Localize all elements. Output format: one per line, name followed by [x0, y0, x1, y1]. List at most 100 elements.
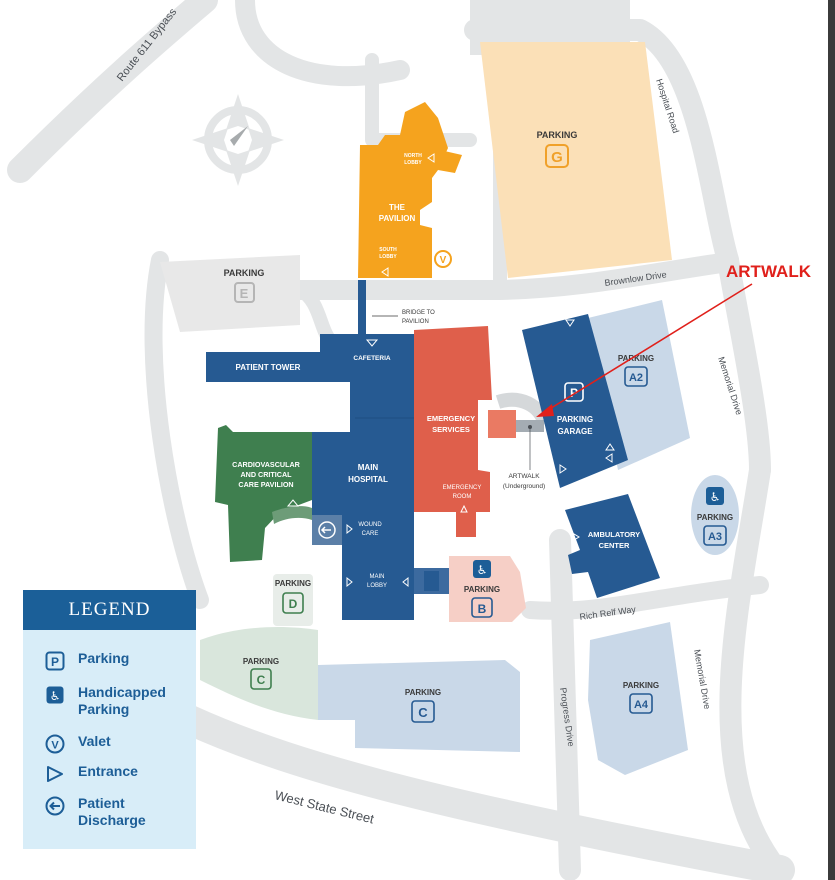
cardio-label-2: AND CRITICAL [240, 470, 292, 479]
legend-item-entrance: Entrance [44, 763, 138, 785]
parking-a3-label: PARKING [697, 513, 733, 522]
entrance-icon [44, 763, 66, 785]
road-label-memorial-lower: Memorial Drive [692, 649, 712, 710]
artwalk-annotation-arrow [536, 283, 753, 417]
cafeteria-label: CAFETERIA [353, 355, 391, 362]
emergency-entrance-icon [460, 504, 468, 513]
north-lobby-entrance-icon [427, 153, 435, 163]
parking-a4-label: PARKING [623, 681, 659, 690]
building-patient-tower [206, 352, 352, 382]
ambulatory-label-1: AMBULATORY [588, 530, 640, 539]
artwalk-annotation-label: ARTWALK [726, 262, 811, 281]
parking-c-badge [411, 700, 435, 723]
parking-d-badge [282, 592, 304, 614]
parking-c-letter: C [418, 705, 428, 720]
north-lobby-label-1: NORTH [404, 153, 422, 159]
parking-a3-letter: A3 [708, 531, 722, 543]
legend-label-patient-discharge: Patient Discharge [78, 795, 146, 828]
main-lobby-label-2: LOBBY [367, 583, 387, 589]
legend-item-parking: P Parking [44, 650, 129, 672]
parking-a2-label: PARKING [618, 354, 654, 363]
south-lobby-entrance-icon [381, 267, 389, 277]
cardio-entrance-icon [286, 499, 300, 507]
cafeteria-entrance-icon [365, 339, 379, 347]
legend-label-parking: Parking [78, 650, 130, 666]
b-handicapped-icon [473, 560, 491, 578]
patient-discharge-icon [44, 795, 66, 817]
ambulatory-entrance-icon [573, 533, 580, 541]
parking-lot-a4 [588, 622, 688, 775]
parking-c-west-label: PARKING [243, 657, 279, 666]
page-edge-border [828, 0, 835, 880]
building-cardio-pavilion [215, 425, 312, 562]
parking-garage-label-1: PARKING [557, 415, 593, 424]
parking-b-label: PARKING [464, 585, 500, 594]
parking-e-letter: E [240, 286, 249, 301]
ambulatory-label-2: CENTER [599, 541, 630, 550]
parking-e-badge [234, 282, 255, 303]
road-brownlow [290, 252, 738, 300]
parking-a3-badge [703, 525, 727, 546]
artwalk-connector-red [488, 410, 516, 438]
parking-g-letter: G [551, 149, 563, 166]
handicapped-icon: ♿ [44, 684, 66, 706]
wound-care-label-1: WOUND [358, 522, 382, 528]
parking-garage-badge [564, 382, 584, 402]
road-west-state [175, 705, 795, 880]
parking-c-label: PARKING [405, 688, 441, 697]
parking-a2-badge [624, 366, 648, 387]
valet-map-icon [434, 250, 452, 268]
artwalk-small-label-1: ARTWALK [508, 473, 540, 480]
svg-text:V: V [51, 740, 59, 752]
compass-icon [192, 94, 284, 186]
legend-label-handicapped: Handicapped Parking [78, 684, 166, 717]
garage-entrance-top-icon [565, 319, 575, 327]
parking-lot-g [480, 42, 672, 278]
wound-care-label-2: CARE [362, 531, 379, 537]
road-route-611 [7, 0, 218, 183]
south-lobby-label-1: SOUTH [379, 247, 397, 253]
parking-lot-e [160, 255, 300, 332]
parking-b-badge [471, 597, 493, 618]
svg-text:♿: ♿ [477, 563, 488, 577]
valet-icon: V [44, 733, 66, 755]
parking-lot-c-west [200, 627, 318, 720]
parking-lot-c [318, 660, 520, 752]
emergency-services-label-2: SERVICES [432, 425, 470, 434]
main-lobby-label-1: MAIN [370, 574, 385, 580]
building-ambulatory-center [565, 494, 660, 598]
building-north-lobby-wing [438, 150, 462, 173]
svg-text:♿: ♿ [710, 490, 721, 504]
parking-e-label: PARKING [224, 268, 265, 278]
patient-tower-label: PATIENT TOWER [236, 363, 301, 372]
legend-panel: LEGEND P Parking ♿ Handicapped Parking V… [23, 590, 196, 849]
emergency-room-annex [456, 512, 476, 537]
cardio-label-3: CARE PAVILION [238, 480, 293, 489]
bridge-label-1: BRIDGE TO [402, 310, 435, 316]
parking-g-badge [545, 144, 569, 168]
north-lobby-label-2: LOBBY [404, 160, 422, 166]
main-lobby-entrance-icon-left [346, 576, 353, 588]
garage-entrance-right-icon [605, 453, 613, 463]
parking-c-west-letter: C [257, 673, 266, 687]
pavilion-label-1: THE [389, 203, 406, 212]
parking-g-label: PARKING [537, 130, 578, 140]
parking-d-letter: D [289, 597, 298, 611]
bridge-to-pavilion [358, 280, 366, 335]
emergency-room-label-1: EMERGENCY [443, 485, 482, 491]
svg-text:♿: ♿ [50, 689, 61, 703]
garage-entrance-corner-icon [605, 443, 615, 451]
legend-label-valet: Valet [78, 733, 111, 749]
building-emergency-services [414, 326, 492, 512]
south-lobby-label-2: LOBBY [379, 254, 397, 260]
valet-map-letter: V [440, 255, 447, 266]
legend-item-handicapped: ♿ Handicapped Parking [44, 684, 166, 718]
building-main-hospital [312, 334, 414, 620]
building-pavilion [358, 102, 448, 278]
parking-a2-letter: A2 [629, 372, 643, 384]
main-hospital-label-2: HOSPITAL [348, 475, 388, 484]
legend-item-patient-discharge: Patient Discharge [44, 795, 146, 829]
road-hospital-road [464, 19, 739, 271]
emergency-services-label-1: EMERGENCY [427, 414, 475, 423]
parking-a4-letter: A4 [634, 699, 649, 711]
